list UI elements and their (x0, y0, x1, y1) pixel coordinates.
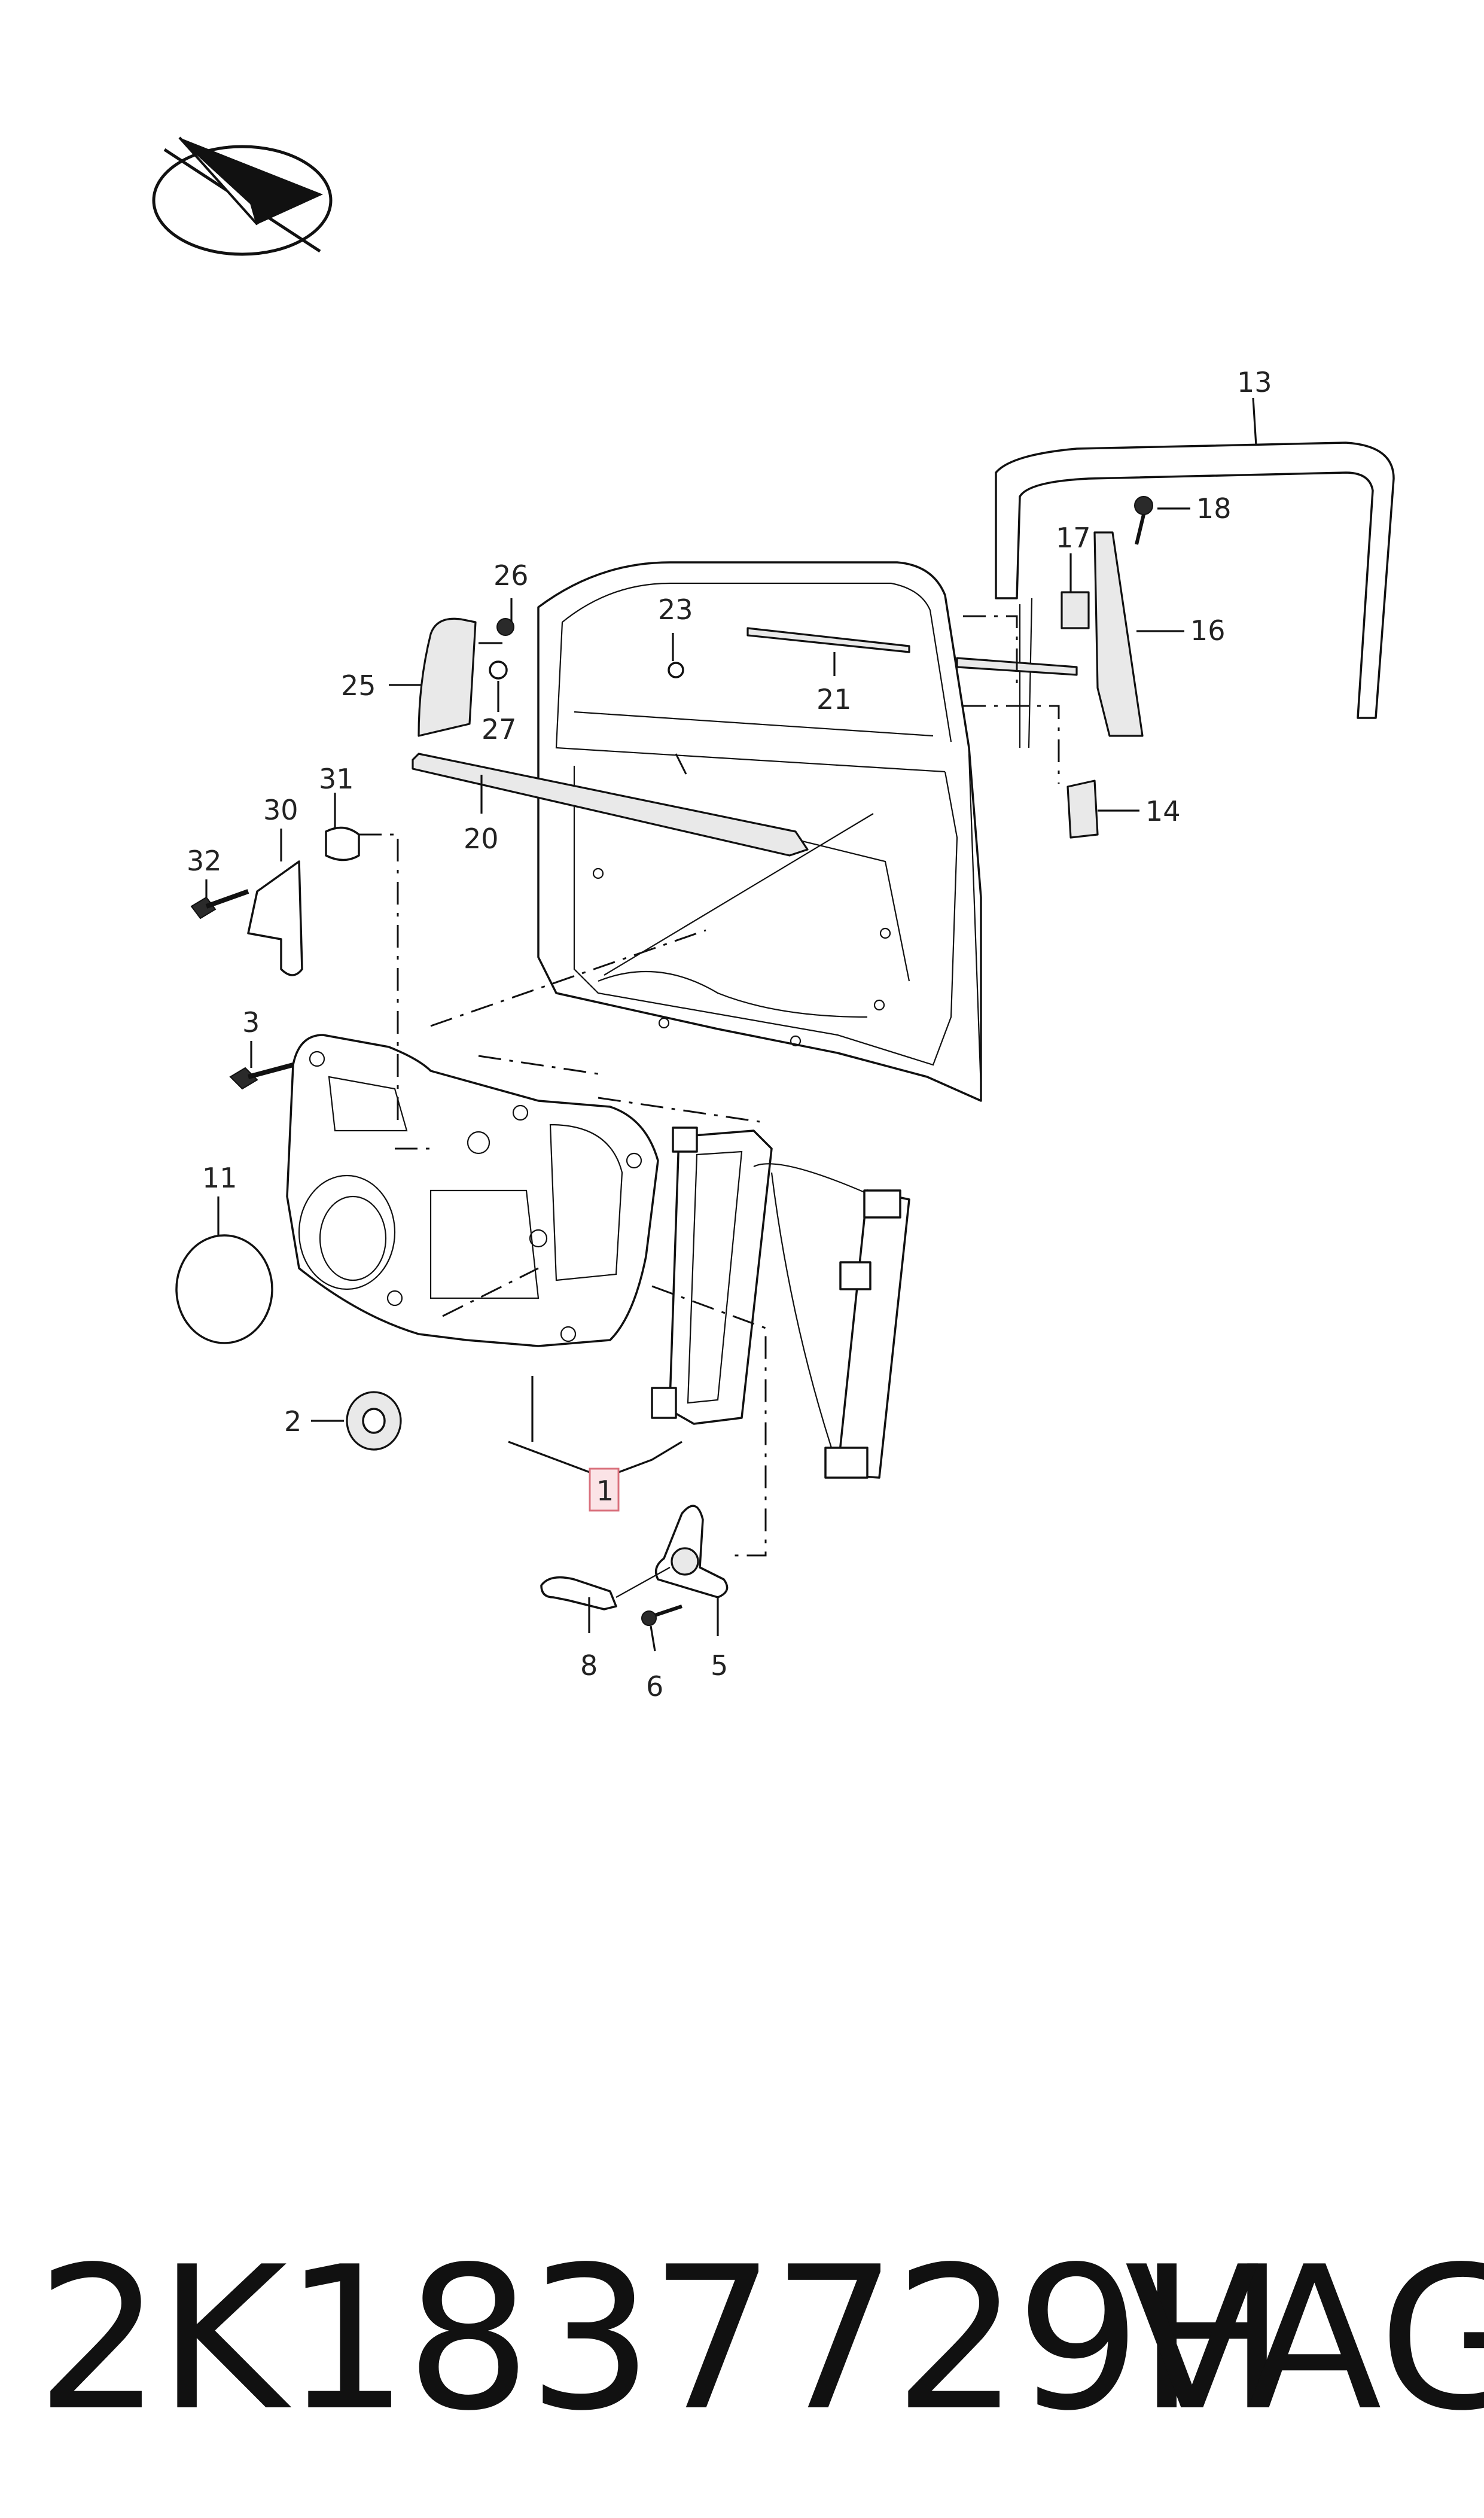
callout-27: 27 (482, 713, 517, 745)
window-frame-seal (995, 442, 1395, 748)
callout-26: 26 (493, 559, 529, 592)
callout-32: 32 (187, 845, 222, 877)
brand-name: VAG (1125, 2224, 1484, 2454)
callout-23: 23 (658, 593, 693, 626)
callout-3: 3 (242, 1006, 260, 1039)
callout-2: 2 (284, 1405, 301, 1438)
screw-icon (641, 1604, 682, 1626)
callout-1: 1 (596, 1475, 614, 1507)
callout-16: 16 (1190, 614, 1226, 647)
callout-25: 25 (341, 669, 376, 702)
mirror-cover (418, 617, 477, 737)
callouts: 13 18 17 16 14 21 26 23 25 27 20 30 31 3… (187, 366, 1272, 1703)
bush (325, 826, 360, 861)
highlighted-callout-box (589, 1467, 620, 1512)
clip (1061, 591, 1090, 629)
callout-8: 8 (580, 1649, 598, 1682)
callout-14: 14 (1145, 795, 1181, 827)
callout-11: 11 (202, 1162, 237, 1194)
callout-30: 30 (263, 794, 298, 826)
assembly-guide-lines (359, 615, 1060, 1557)
waist-seal-strip (412, 753, 809, 857)
orientation-arrow-icon (152, 136, 333, 256)
pillar-trim (1093, 531, 1144, 737)
screw-icon (1134, 496, 1153, 545)
clip-icon (668, 662, 684, 678)
bolt-icon (229, 1062, 294, 1090)
window-regulator (651, 1126, 910, 1479)
callout-21: 21 (816, 683, 852, 715)
callout-20: 20 (464, 823, 499, 855)
regulator-mechanism (654, 1505, 729, 1599)
callout-13: 13 (1237, 366, 1272, 398)
callout-6: 6 (646, 1670, 663, 1703)
hinge-bracket (247, 860, 303, 976)
grommet (346, 1391, 402, 1451)
callout-18: 18 (1196, 492, 1232, 525)
window-guide-rail (746, 627, 910, 653)
door-module-panel (286, 1034, 659, 1347)
callout-31: 31 (319, 763, 354, 795)
callout-5: 5 (711, 1649, 728, 1682)
leader-lines (205, 397, 1257, 1652)
nut-icon (489, 660, 508, 680)
cap (1066, 780, 1099, 839)
callout-17: 17 (1056, 522, 1091, 554)
crank-handle (540, 1576, 617, 1610)
seal-disc (175, 1234, 273, 1344)
screw-icon (496, 618, 514, 636)
bolt-icon (190, 889, 249, 919)
part-number: 2K1837729H (36, 2224, 1286, 2454)
